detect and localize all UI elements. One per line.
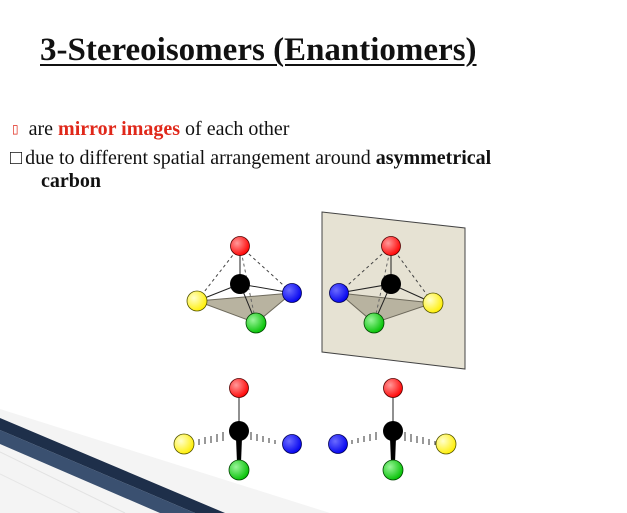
bullet-marker: ▯ [12, 122, 19, 136]
blue-atom [282, 434, 302, 454]
asymmetrical-bold: asymmetrical [375, 147, 492, 169]
carbon-atom [381, 274, 401, 294]
red-atom [229, 378, 249, 398]
green-atom [228, 459, 250, 481]
base-plane [196, 292, 294, 324]
blue-atom [329, 283, 349, 303]
yellow-atom [186, 290, 208, 312]
yellow-atom [422, 292, 444, 314]
red-atom [381, 236, 401, 256]
bullet2-prefix: due to different spatial arrangement aro… [25, 147, 376, 169]
red-atom [230, 236, 250, 256]
green-atom [382, 459, 404, 481]
corner-decoration [0, 409, 330, 513]
blue-atom [328, 434, 348, 454]
yellow-atom [173, 433, 195, 455]
green-atom [363, 312, 385, 334]
bullet-marker: □ [10, 147, 23, 169]
bullet-mirror-images: ▯ are mirror images of each other [12, 118, 289, 141]
mirror-images-highlight: mirror images [58, 118, 181, 140]
bullet1-suffix: of each other [180, 118, 290, 140]
molecule-left-3d [186, 236, 302, 334]
bullet-spatial-arrangement: □due to different spatial arrangement ar… [10, 147, 610, 193]
yellow-atom [435, 433, 457, 455]
blue-atom [282, 283, 302, 303]
molecule-left-projection [173, 378, 302, 481]
slide-title: 3-Stereoisomers (Enantiomers) [40, 32, 477, 68]
carbon-atom [230, 274, 250, 294]
carbon-bold: carbon [41, 170, 101, 192]
green-atom [245, 312, 267, 334]
molecule-right-projection [328, 378, 457, 481]
red-atom [383, 378, 403, 398]
carbon-atom [229, 421, 249, 441]
bullet1-prefix: are [28, 118, 59, 140]
carbon-atom [383, 421, 403, 441]
base-plane [337, 292, 434, 324]
molecule-right-3d [329, 236, 444, 334]
